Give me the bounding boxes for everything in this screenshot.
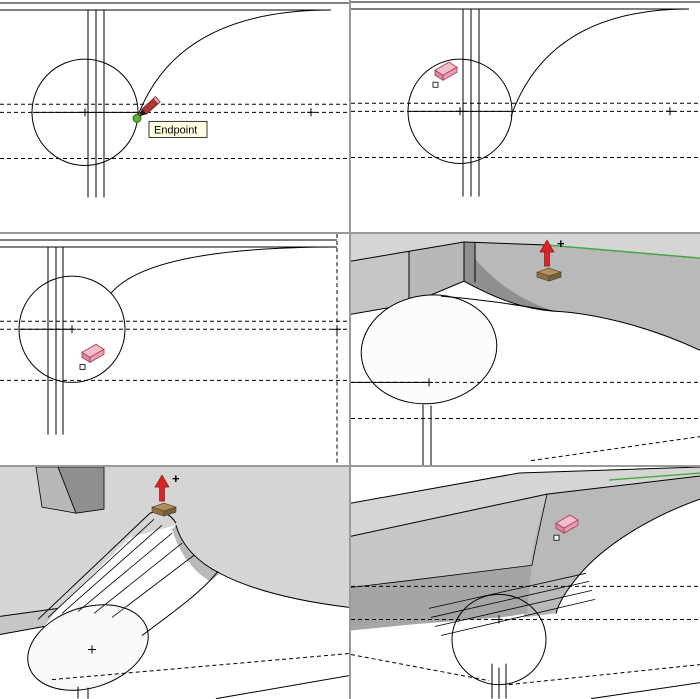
notch-side-face: [57, 467, 105, 514]
cylinder-end-face: [360, 294, 498, 404]
cove-arc: [110, 246, 338, 294]
cove-arc: [510, 8, 690, 117]
cove-arc: [136, 9, 332, 119]
step-1-screenshot: Endpoint: [0, 0, 349, 232]
cove-surface: [464, 241, 700, 350]
slab-front-face: [351, 250, 409, 314]
dashed-guide-lines: [0, 233, 349, 466]
top-face: [351, 467, 700, 537]
dashed-guide-lines: [51, 653, 349, 681]
cylinder-top-silhouette: [440, 295, 556, 312]
green-axis-line: [546, 243, 700, 259]
pencil-cursor-icon: [136, 96, 161, 120]
cove-shadow: [464, 241, 555, 311]
cylinder-end-face: [27, 604, 149, 692]
step-5-canvas: +: [0, 467, 349, 699]
top-edge-lines: [0, 239, 337, 248]
step-2-screenshot: [351, 0, 700, 232]
block-edges: [351, 467, 700, 614]
green-axis-line: [608, 472, 700, 482]
reference-cross-marker: [665, 106, 675, 116]
top-edge-lines: [351, 1, 700, 10]
cove-bottom-edge: [175, 525, 349, 609]
modifier-plus-sign: +: [557, 236, 565, 251]
base-bottom-edge: [590, 682, 700, 699]
notch-face: [409, 241, 464, 304]
step-6-screenshot: [351, 467, 700, 699]
step-4-screenshot: +: [351, 233, 700, 466]
endpoint-tooltip: Endpoint: [148, 120, 208, 138]
step-5-screenshot: +: [0, 467, 349, 699]
endpoint-tooltip-label: Endpoint: [154, 124, 197, 136]
vertical-construction-lines: [47, 246, 64, 435]
step-3-screenshot: [0, 233, 349, 466]
smoothing-step-lines: [428, 573, 596, 637]
dashed-guide-lines: [351, 381, 700, 461]
cove-shadow: [172, 525, 220, 582]
step-2-canvas: [351, 1, 700, 197]
dashed-guide-lines: [351, 586, 700, 686]
eraser-cursor-icon: [432, 61, 458, 88]
step-1-canvas: Endpoint: [0, 2, 349, 198]
center-cross-marker: [67, 324, 77, 334]
step-4-canvas: +: [351, 233, 700, 466]
dashed-guide-lines: [0, 103, 349, 159]
top-edge-lines: [0, 2, 349, 11]
top-face: [351, 233, 700, 261]
cylinder-facet-lines: [47, 519, 195, 619]
step-3-canvas: [0, 233, 349, 466]
cove-surface: [524, 476, 700, 618]
base-bottom-edge: [215, 675, 349, 699]
reference-cross-marker: [332, 324, 342, 334]
reference-cross-marker: [306, 107, 316, 117]
notch-side-face: [464, 241, 475, 282]
lines-below-cylinder: [491, 663, 507, 699]
modifier-plus-sign: +: [172, 471, 180, 486]
lines-below-cylinder: [77, 686, 89, 699]
lines-below-cylinder: [422, 404, 432, 466]
slab-front-face: [351, 494, 547, 588]
eraser-cursor-icon: [79, 343, 105, 370]
step-6-canvas: [351, 467, 700, 699]
dashed-guide-lines: [351, 102, 700, 158]
